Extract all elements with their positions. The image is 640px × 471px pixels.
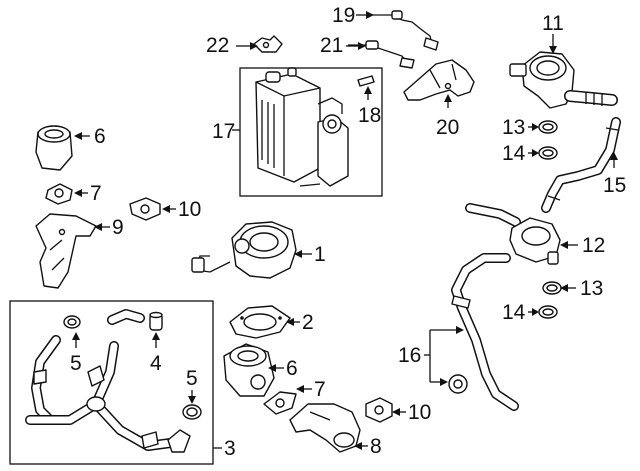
callout-3: 3 (224, 437, 236, 460)
part-10-gasket-mid (365, 397, 393, 423)
callout-13a: 13 (502, 116, 525, 139)
callout-22: 22 (206, 34, 229, 57)
callout-15: 15 (603, 174, 626, 197)
part-12-valve (465, 203, 561, 265)
callout-16: 16 (398, 344, 421, 367)
part-20-bracket (403, 59, 475, 101)
canister-group-box (239, 67, 383, 197)
callout-4: 4 (150, 352, 162, 375)
part-5-clamp-b (182, 404, 202, 420)
callout-13b: 13 (580, 277, 603, 300)
part-17-canister (255, 67, 349, 187)
part-9-bracket (35, 213, 97, 289)
callout-9: 9 (112, 216, 124, 239)
callout-12: 12 (582, 234, 605, 257)
callout-10a: 10 (178, 198, 201, 221)
callout-14b: 14 (502, 301, 526, 324)
part-3-pipes (25, 309, 191, 453)
callout-6a: 6 (94, 125, 106, 148)
callout-7a: 7 (90, 182, 102, 205)
callout-19: 19 (332, 4, 355, 27)
part-22-bracket (253, 35, 283, 53)
part-18-connector (357, 75, 375, 87)
part-14-ring-a (538, 146, 558, 160)
part-21-sensor (348, 40, 415, 69)
part-8-pipe (289, 403, 361, 453)
callout-17: 17 (212, 120, 235, 143)
callout-8: 8 (370, 435, 382, 458)
part-11-valve (509, 51, 618, 109)
callout-1: 1 (314, 243, 326, 266)
part-16-hose (448, 253, 519, 411)
part-13-ring-b (542, 281, 562, 295)
pipe-kit-group-box (9, 300, 214, 465)
part-5-clamp-a (63, 315, 81, 329)
part-6-valve-mid (223, 343, 275, 397)
part-10-gasket-top (129, 197, 161, 221)
callout-14a: 14 (502, 142, 526, 165)
callout-11: 11 (542, 12, 564, 35)
part-2-gasket (229, 305, 291, 339)
callout-10b: 10 (408, 401, 431, 424)
part-19-sensor (372, 10, 439, 51)
leader-lines (72, 11, 618, 450)
part-4-connector (149, 311, 163, 331)
part-13-ring-a (538, 120, 558, 134)
part-7-gasket-top (45, 183, 73, 205)
callout-2: 2 (302, 311, 314, 334)
part-15-hose (541, 117, 621, 213)
part-14-ring-b (538, 305, 558, 319)
callout-labels: 22 21 19 11 17 18 20 13 14 15 6 7 10 9 1… (70, 4, 626, 460)
callout-7b: 7 (314, 378, 326, 401)
callout-6b: 6 (286, 357, 298, 380)
callout-5b: 5 (186, 367, 198, 390)
part-7-gasket-mid (263, 391, 297, 415)
part-6-valve-top (35, 125, 73, 171)
callout-5a: 5 (70, 352, 82, 375)
callout-20: 20 (436, 116, 459, 139)
callout-18: 18 (358, 104, 381, 127)
part-1-air-pump (191, 221, 297, 279)
callout-21: 21 (320, 34, 343, 57)
